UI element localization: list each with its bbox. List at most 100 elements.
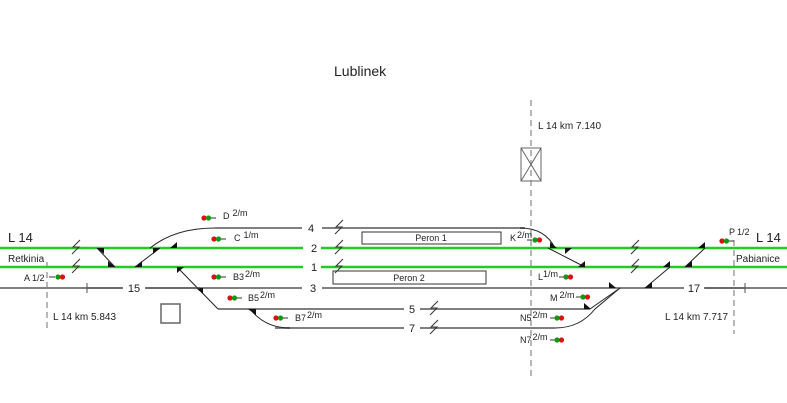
electrified-icon bbox=[334, 219, 344, 235]
signal-B3[interactable]: B32/m bbox=[211, 269, 260, 282]
switch-marker bbox=[135, 261, 142, 267]
signal-lamp-green bbox=[231, 295, 238, 301]
signal-lamp-red bbox=[227, 295, 233, 301]
electrified-icon bbox=[630, 239, 640, 255]
switch-marker bbox=[97, 248, 104, 254]
switch-marker bbox=[609, 282, 616, 288]
switch-marker bbox=[108, 261, 115, 267]
electrified-icon bbox=[334, 239, 344, 255]
switch-marker bbox=[698, 242, 705, 248]
signal-lamp-red bbox=[558, 315, 565, 321]
signal-N7-label: N72/m bbox=[520, 332, 548, 345]
switch-marker bbox=[196, 288, 203, 294]
switch-marker bbox=[645, 282, 652, 288]
switch-marker bbox=[578, 261, 585, 267]
electrified-icon bbox=[334, 258, 344, 274]
signal-N5[interactable]: N52/m bbox=[520, 310, 565, 323]
signal-lamp-green bbox=[554, 337, 560, 343]
connection-track-5-right bbox=[589, 287, 621, 310]
signal-L[interactable]: L1/m bbox=[538, 269, 574, 282]
signal-lamp-red bbox=[211, 274, 217, 280]
electrified-icon bbox=[71, 258, 81, 274]
switch-marker bbox=[153, 248, 160, 254]
electrified-icon bbox=[429, 300, 439, 316]
signal-lamp-red bbox=[59, 274, 66, 280]
switch-marker bbox=[565, 248, 572, 254]
station-building-icon bbox=[160, 303, 181, 324]
signal-lamp-green bbox=[215, 274, 222, 280]
track-number-7: 7 bbox=[409, 323, 415, 335]
crossover-right-1 bbox=[547, 247, 586, 268]
signal-lamp-green bbox=[55, 274, 61, 280]
track-number-3: 3 bbox=[310, 283, 316, 295]
track-label-bg bbox=[303, 243, 321, 253]
track-number-2: 2 bbox=[311, 243, 317, 255]
switch-markers bbox=[97, 242, 705, 315]
station-title: Lublinek bbox=[334, 63, 387, 79]
signal-N7[interactable]: N72/m bbox=[520, 332, 565, 345]
signal-lamp-red bbox=[719, 238, 725, 244]
signal-N5-label: N52/m bbox=[520, 310, 548, 323]
track-number-1: 1 bbox=[311, 262, 317, 274]
switch-marker bbox=[248, 309, 256, 315]
connection-track-7-right bbox=[554, 287, 621, 329]
switch-marker bbox=[663, 261, 670, 267]
track-17-label-bg bbox=[684, 282, 704, 294]
direction-left: Retkinia bbox=[8, 254, 45, 265]
track-number-5: 5 bbox=[409, 304, 415, 316]
signal-lamp-green bbox=[205, 215, 212, 221]
track-4-curve-left bbox=[149, 227, 302, 249]
signal-L-label: L1/m bbox=[538, 269, 558, 282]
level-crossing-icon bbox=[520, 147, 542, 182]
signal-lamp-red bbox=[211, 236, 217, 242]
direction-right: Pabianice bbox=[736, 254, 780, 265]
track-number-15: 15 bbox=[128, 283, 140, 295]
signal-B7-label: B72/m bbox=[295, 310, 322, 323]
platform-1-label: Peron 1 bbox=[415, 233, 447, 243]
signal-lamp-red bbox=[567, 274, 574, 280]
electrified-icon bbox=[630, 258, 640, 274]
crossover-left-1 bbox=[96, 247, 116, 268]
signal-B5-label: B52/m bbox=[248, 290, 275, 303]
signal-lamp-green bbox=[532, 237, 538, 243]
platform-2 bbox=[332, 270, 487, 285]
track-label-bg bbox=[303, 262, 321, 272]
signal-lamp-red bbox=[584, 294, 591, 300]
signal-lamp-green bbox=[215, 236, 222, 242]
line-label-left: L 14 bbox=[8, 230, 33, 245]
signal-lamp-green bbox=[277, 315, 284, 321]
signal-lamp-green bbox=[554, 315, 560, 321]
signal-lamp-green bbox=[723, 238, 730, 244]
electrified-icon bbox=[71, 239, 81, 255]
track-number-4: 4 bbox=[308, 223, 314, 235]
switch-marker bbox=[685, 261, 692, 267]
signal-lamp-green bbox=[563, 274, 569, 280]
signal-K[interactable]: K2/m bbox=[510, 230, 543, 243]
crossover-right-3 bbox=[684, 247, 706, 268]
switch-marker bbox=[170, 242, 177, 248]
platform-2-label: Peron 2 bbox=[393, 273, 425, 283]
electrification-symbols bbox=[71, 219, 640, 335]
signal-B7[interactable]: B72/m bbox=[273, 310, 322, 323]
km-label-center: L 14 km 7.140 bbox=[538, 121, 601, 132]
track-number-17: 17 bbox=[688, 283, 700, 295]
signal-lamp-red bbox=[201, 215, 207, 221]
switch-marker bbox=[177, 267, 184, 273]
signal-B5[interactable]: B52/m bbox=[227, 290, 275, 303]
line-label-right: L 14 bbox=[756, 230, 781, 245]
switch-marker bbox=[584, 303, 591, 309]
signal-lamp-red bbox=[536, 237, 543, 243]
signal-lamp-red bbox=[558, 337, 565, 343]
track-15-label-bg bbox=[123, 282, 145, 294]
